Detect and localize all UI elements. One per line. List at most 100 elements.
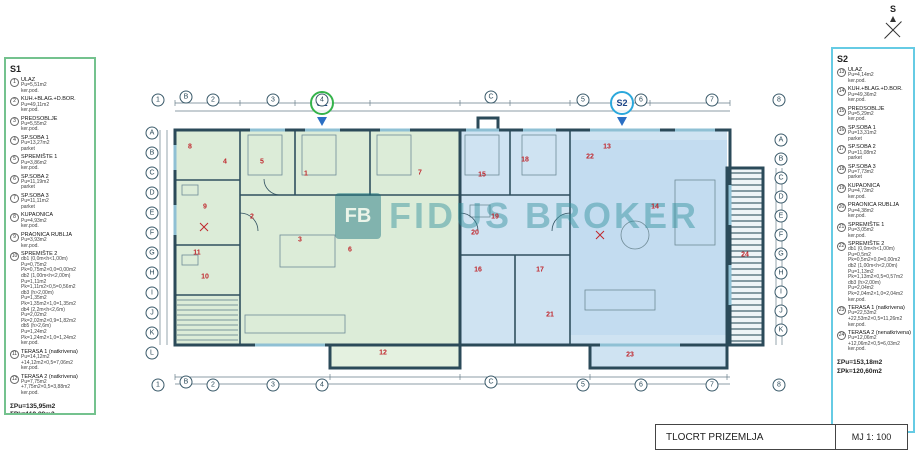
room-name: SPREMIŠTE 2 xyxy=(21,251,58,258)
room-name: SPREMIŠTE 1 xyxy=(848,221,885,228)
room-name: TERASA 1 (natkrivena) xyxy=(848,305,905,312)
grid-axis-bubble: J xyxy=(774,304,788,318)
room-number-badge: 8 xyxy=(10,213,19,223)
room-detail: Pk=1,24m2×1,0=1,24m2 xyxy=(21,334,76,341)
grid-axis-bubble: F xyxy=(774,228,788,242)
exterior-walls xyxy=(173,116,765,370)
room-detail: parket xyxy=(21,184,35,191)
grid-axis-bubble: 5 xyxy=(576,93,590,107)
room-number-badge: 7 xyxy=(10,194,19,204)
room-detail: Pu=13,27m2 xyxy=(21,140,50,147)
room-name: KUH.+BLAG.+D.BOR. xyxy=(21,96,76,103)
room-name: ULAZ xyxy=(848,67,863,73)
grid-axis-bubble: 1 xyxy=(151,378,165,392)
room-detail: +22,53m2×0,5=11,26m2 xyxy=(848,315,903,322)
room-name: KUH.+BLAG.+D.BOR. xyxy=(848,86,903,93)
room-number-label: 24 xyxy=(741,251,749,259)
grid-axis-bubble: 6 xyxy=(634,93,648,107)
room-number-label: 19 xyxy=(491,213,499,221)
grid-axis-bubble: A xyxy=(774,133,788,147)
door-swings xyxy=(239,178,571,232)
grid-axis-bubble: J xyxy=(145,306,159,320)
room-number-label: 15 xyxy=(478,171,486,179)
legend-item-body: TERASA 2 (natkrivena)Pu=7,75m2+7,75m2×0,… xyxy=(21,374,78,397)
room-number-label: 1 xyxy=(304,170,308,178)
grid-axis-bubble: C xyxy=(774,171,788,185)
room-detail: db4 (2,2m<h<2,6m) xyxy=(21,306,65,313)
room-number-badge: 21 xyxy=(837,222,846,232)
room-detail: ker.pod. xyxy=(848,193,866,200)
title-block: TLOCRT PRIZEMLJA MJ 1: 100 xyxy=(655,424,908,450)
room-number-badge: 22 xyxy=(837,242,846,252)
grid-axis-bubble: K xyxy=(145,326,159,340)
room-detail: ker.pod. xyxy=(21,365,39,372)
room-number-label: 3 xyxy=(298,236,302,244)
room-detail: parket xyxy=(848,174,862,181)
grid-axis-bubble: 2 xyxy=(206,378,220,392)
room-detail: Pu=5,55m2 xyxy=(21,120,47,127)
room-number-badge: 11 xyxy=(10,349,19,359)
room-detail: Pu=22,53m2 xyxy=(848,310,877,317)
grid-axis-bubble: K xyxy=(774,323,788,337)
room-detail: Pu=5,29m2 xyxy=(848,110,874,117)
room-detail: db3 (h>2,00m) xyxy=(848,279,881,286)
room-number-badge: 17 xyxy=(837,145,846,155)
room-detail: Pu=12,06m2 xyxy=(848,335,877,342)
room-detail: Pk=0,75m2×0,0=0,00m2 xyxy=(21,267,76,274)
grid-axis-bubble: G xyxy=(145,246,159,260)
grid-axis-bubble: 3 xyxy=(266,93,280,107)
grid-axis-bubble: F xyxy=(145,226,159,240)
windows xyxy=(173,128,732,347)
room-detail: Pu=1,24m2 xyxy=(21,328,47,335)
room-name: SP.SOBA 1 xyxy=(21,135,49,142)
grid-axis-bubble: B xyxy=(145,146,159,160)
grid-axis-bubble: 6 xyxy=(634,378,648,392)
grid-axis-bubble: 7 xyxy=(705,93,719,107)
room-name: SP.SOBA 1 xyxy=(848,125,876,132)
grid-axis-bubble: 4 xyxy=(315,378,329,392)
room-detail: Pu=3,05m2 xyxy=(848,226,874,233)
room-number-label: 13 xyxy=(603,143,611,151)
room-detail: +12,06m2×0,5=6,03m2 xyxy=(848,340,900,347)
room-number-badge: 5 xyxy=(10,155,19,165)
legend-item-body: TERASA 1 (natkrivena)Pu=22,53m2+22,53m2×… xyxy=(848,305,905,328)
unit-s2-circle: S2 xyxy=(610,91,634,115)
room-number-label: 17 xyxy=(536,266,544,274)
grid-axis-bubble: E xyxy=(145,206,159,220)
room-detail: Pu=5,51m2 xyxy=(21,82,47,89)
room-number-badge: 12 xyxy=(10,374,19,384)
room-detail: db5 (h>2,6m) xyxy=(21,323,51,330)
room-detail: ker.pod. xyxy=(848,213,866,220)
room-number-badge: 10 xyxy=(10,252,19,262)
room-number-label: 18 xyxy=(521,156,529,164)
floor-plan-drawing xyxy=(159,100,783,385)
room-number-badge: 2 xyxy=(10,97,19,107)
section-cross-marks xyxy=(199,222,605,240)
room-number-label: 6 xyxy=(348,246,352,254)
room-detail: Pu=0,5m2 xyxy=(848,251,871,258)
room-detail: ker.pod. xyxy=(848,77,866,84)
room-detail: Pu=1,35m2 xyxy=(21,295,47,302)
room-number-label: 4 xyxy=(223,158,227,166)
room-name: TERASA 2 (natkrivena) xyxy=(21,373,78,380)
